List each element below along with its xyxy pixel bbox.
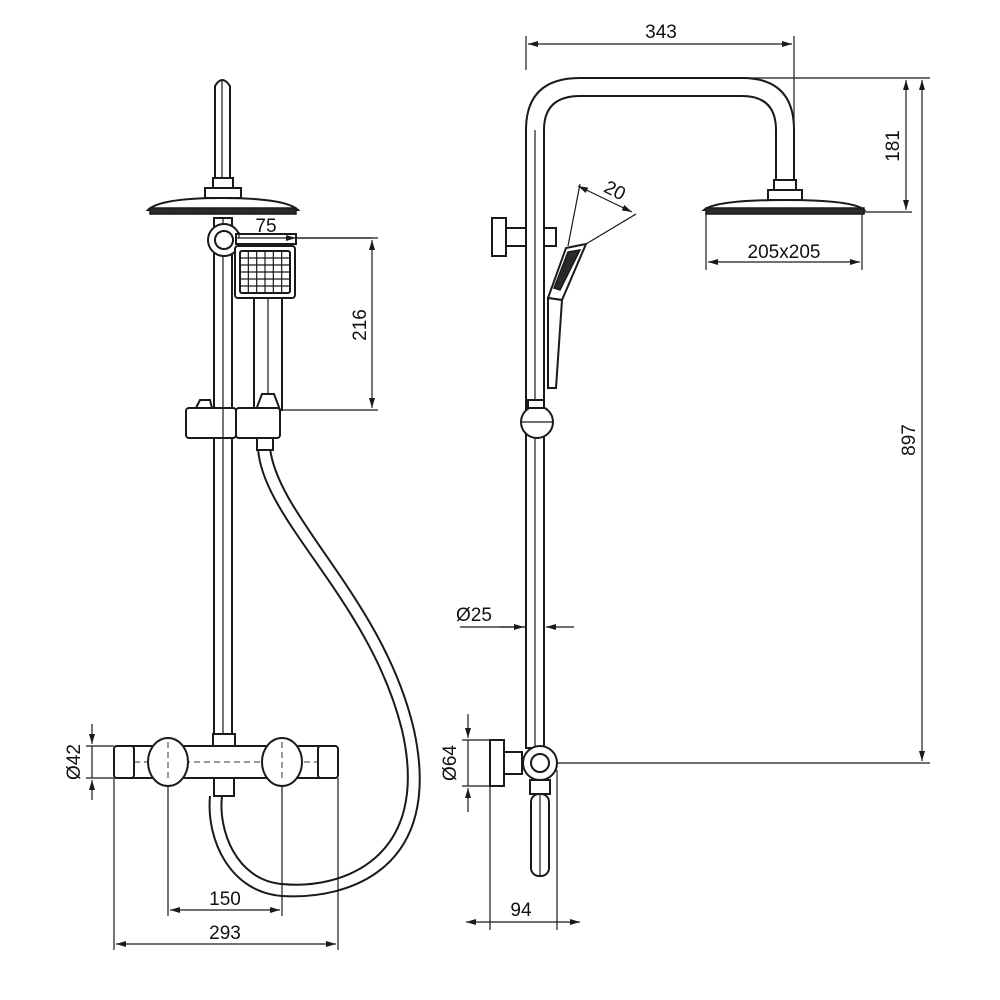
front-hand-shower	[234, 245, 296, 411]
side-wall-bracket	[491, 217, 557, 257]
side-shower-head	[701, 179, 867, 215]
dim-hand-shower-width: 75	[255, 216, 276, 237]
dim-wall-projection: 94	[510, 900, 532, 921]
front-view: 75 216 Ø42 150 293	[64, 79, 421, 950]
dim-inlet-spacing: 150	[209, 889, 241, 910]
side-dimensions: 343 181 897 205x205 20 Ø25	[440, 22, 930, 930]
dim-head-size: 205x205	[748, 242, 821, 263]
side-hand-shower	[546, 242, 588, 389]
dim-mixer-diameter: Ø42	[64, 744, 85, 780]
front-rail-clamp	[207, 223, 297, 257]
side-riser-arm	[525, 77, 795, 749]
dim-arm-width: 343	[645, 22, 677, 43]
side-slider-holder	[520, 399, 554, 439]
front-upper-pipe	[214, 79, 231, 179]
side-view: 343 181 897 205x205 20 Ø25	[440, 22, 930, 930]
dim-head-drop: 181	[883, 130, 904, 162]
front-slider-holder	[185, 399, 281, 439]
front-thermostatic-mixer	[113, 733, 339, 797]
dim-rail-diameter: Ø25	[456, 605, 492, 626]
front-rail	[213, 217, 233, 749]
front-dimensions: 75 216 Ø42 150 293	[64, 216, 378, 950]
dim-mixer-width: 293	[209, 923, 241, 944]
front-hose	[208, 437, 421, 898]
side-mixer	[489, 739, 558, 877]
dim-mixer-front-diameter: Ø64	[440, 745, 461, 781]
dim-hand-shower-angle: 20	[600, 177, 628, 205]
dim-overall-height: 897	[899, 424, 920, 456]
front-shower-head	[145, 177, 301, 215]
dim-hand-shower-length: 216	[350, 309, 371, 341]
